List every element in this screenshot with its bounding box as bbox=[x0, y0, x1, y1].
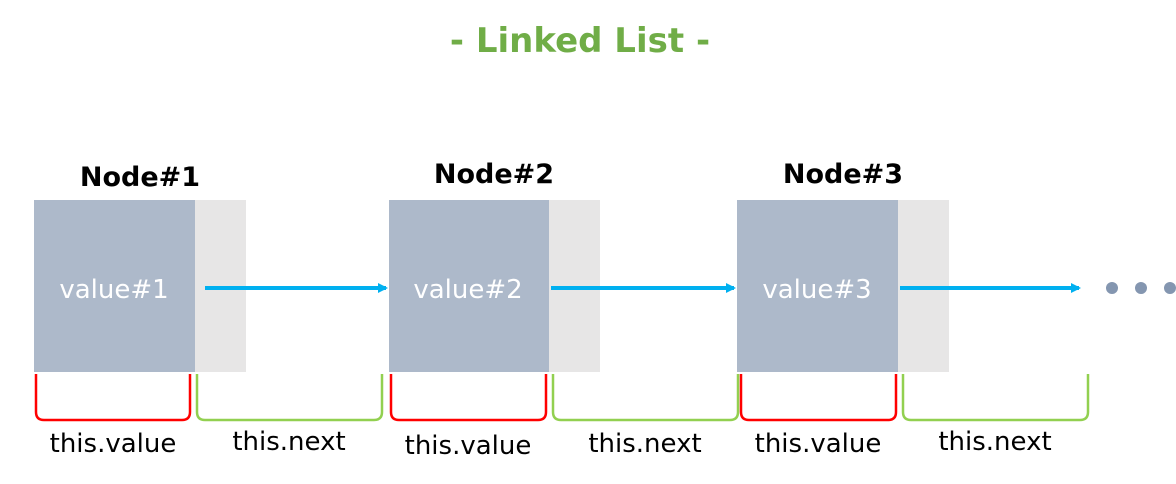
node-2-value-bracket bbox=[389, 374, 548, 422]
node-2-value: value#2 bbox=[413, 275, 522, 305]
node-3-label: Node#3 bbox=[783, 159, 903, 190]
node-2-value-field-label: this.value bbox=[405, 431, 532, 461]
node-3-next-field-label: this.next bbox=[938, 427, 1051, 457]
node-3-value-box bbox=[737, 200, 898, 372]
node-3-next-bracket bbox=[901, 374, 1090, 422]
node-1-next-field-label: this.next bbox=[232, 427, 345, 457]
node-2: Node#2 value#2 this.value this.next bbox=[389, 159, 740, 461]
ellipsis-dots-icon bbox=[1106, 282, 1176, 294]
node-1-label: Node#1 bbox=[80, 162, 200, 193]
diagram-title: - Linked List - bbox=[450, 21, 710, 61]
ellipsis-dot bbox=[1164, 282, 1176, 294]
ellipsis-dot bbox=[1106, 282, 1118, 294]
node-3-value: value#3 bbox=[762, 275, 871, 305]
node-1: Node#1 value#1 this.value this.next bbox=[34, 162, 384, 459]
node-2-value-box bbox=[389, 200, 549, 372]
node-3-value-bracket bbox=[739, 374, 898, 422]
node-2-label: Node#2 bbox=[434, 159, 554, 190]
node-1-next-bracket bbox=[195, 374, 384, 422]
node-3-value-field-label: this.value bbox=[755, 429, 882, 459]
node-1-value-field-label: this.value bbox=[50, 429, 177, 459]
node-1-value: value#1 bbox=[59, 275, 168, 305]
node-2-next-bracket bbox=[551, 374, 740, 422]
node-1-value-bracket bbox=[34, 374, 192, 422]
node-1-value-box bbox=[34, 200, 195, 372]
ellipsis-dot bbox=[1135, 282, 1147, 294]
node-3: Node#3 value#3 this.value this.next bbox=[737, 159, 1090, 459]
node-2-next-field-label: this.next bbox=[588, 429, 701, 459]
